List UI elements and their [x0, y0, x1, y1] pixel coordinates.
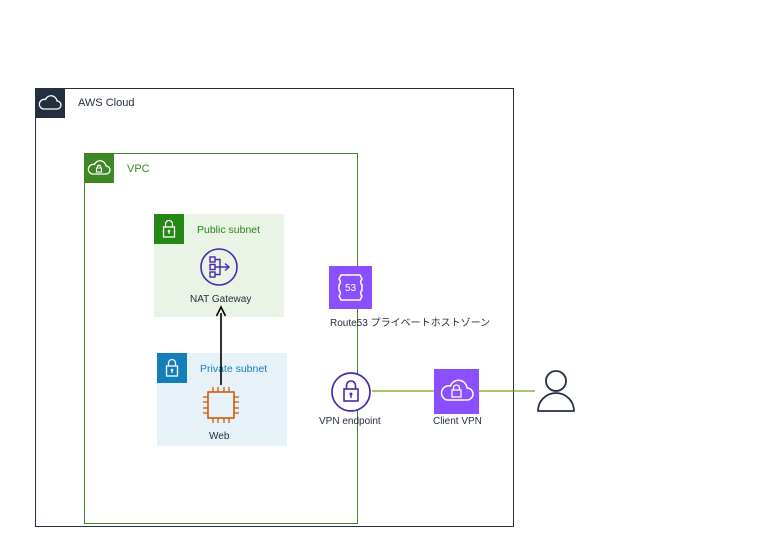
aws-cloud-group: [35, 88, 514, 527]
private-subnet-title: Private subnet: [200, 363, 268, 375]
ec2-instance-icon[interactable]: [202, 386, 240, 424]
route53-hosted-zone-icon[interactable]: 53: [329, 266, 372, 309]
client-vpn-icon[interactable]: [434, 369, 479, 414]
public-subnet-icon: [154, 214, 184, 244]
svg-text:53: 53: [345, 283, 357, 294]
public-subnet-title: Public subnet: [197, 224, 261, 236]
vpc-group: [84, 153, 358, 524]
vpn-endpoint-label: VPN endpoint: [319, 416, 381, 427]
aws-cloud-icon: [35, 88, 65, 118]
route53-label: Route53 プライベートホストゾーン: [330, 318, 491, 329]
nat-gateway-icon[interactable]: [199, 247, 239, 287]
web-label: Web: [209, 431, 230, 442]
vpc-icon: [84, 153, 114, 183]
arrow-head: [215, 305, 227, 317]
vpn-endpoint-icon[interactable]: [330, 371, 372, 413]
vpc-title: VPC: [127, 163, 150, 175]
nat-gateway-label: NAT Gateway: [190, 294, 252, 305]
aws-cloud-title: AWS Cloud: [78, 97, 135, 109]
private-subnet-icon: [157, 353, 187, 383]
client-vpn-label: Client VPN: [433, 416, 482, 427]
user-icon[interactable]: [535, 369, 577, 413]
